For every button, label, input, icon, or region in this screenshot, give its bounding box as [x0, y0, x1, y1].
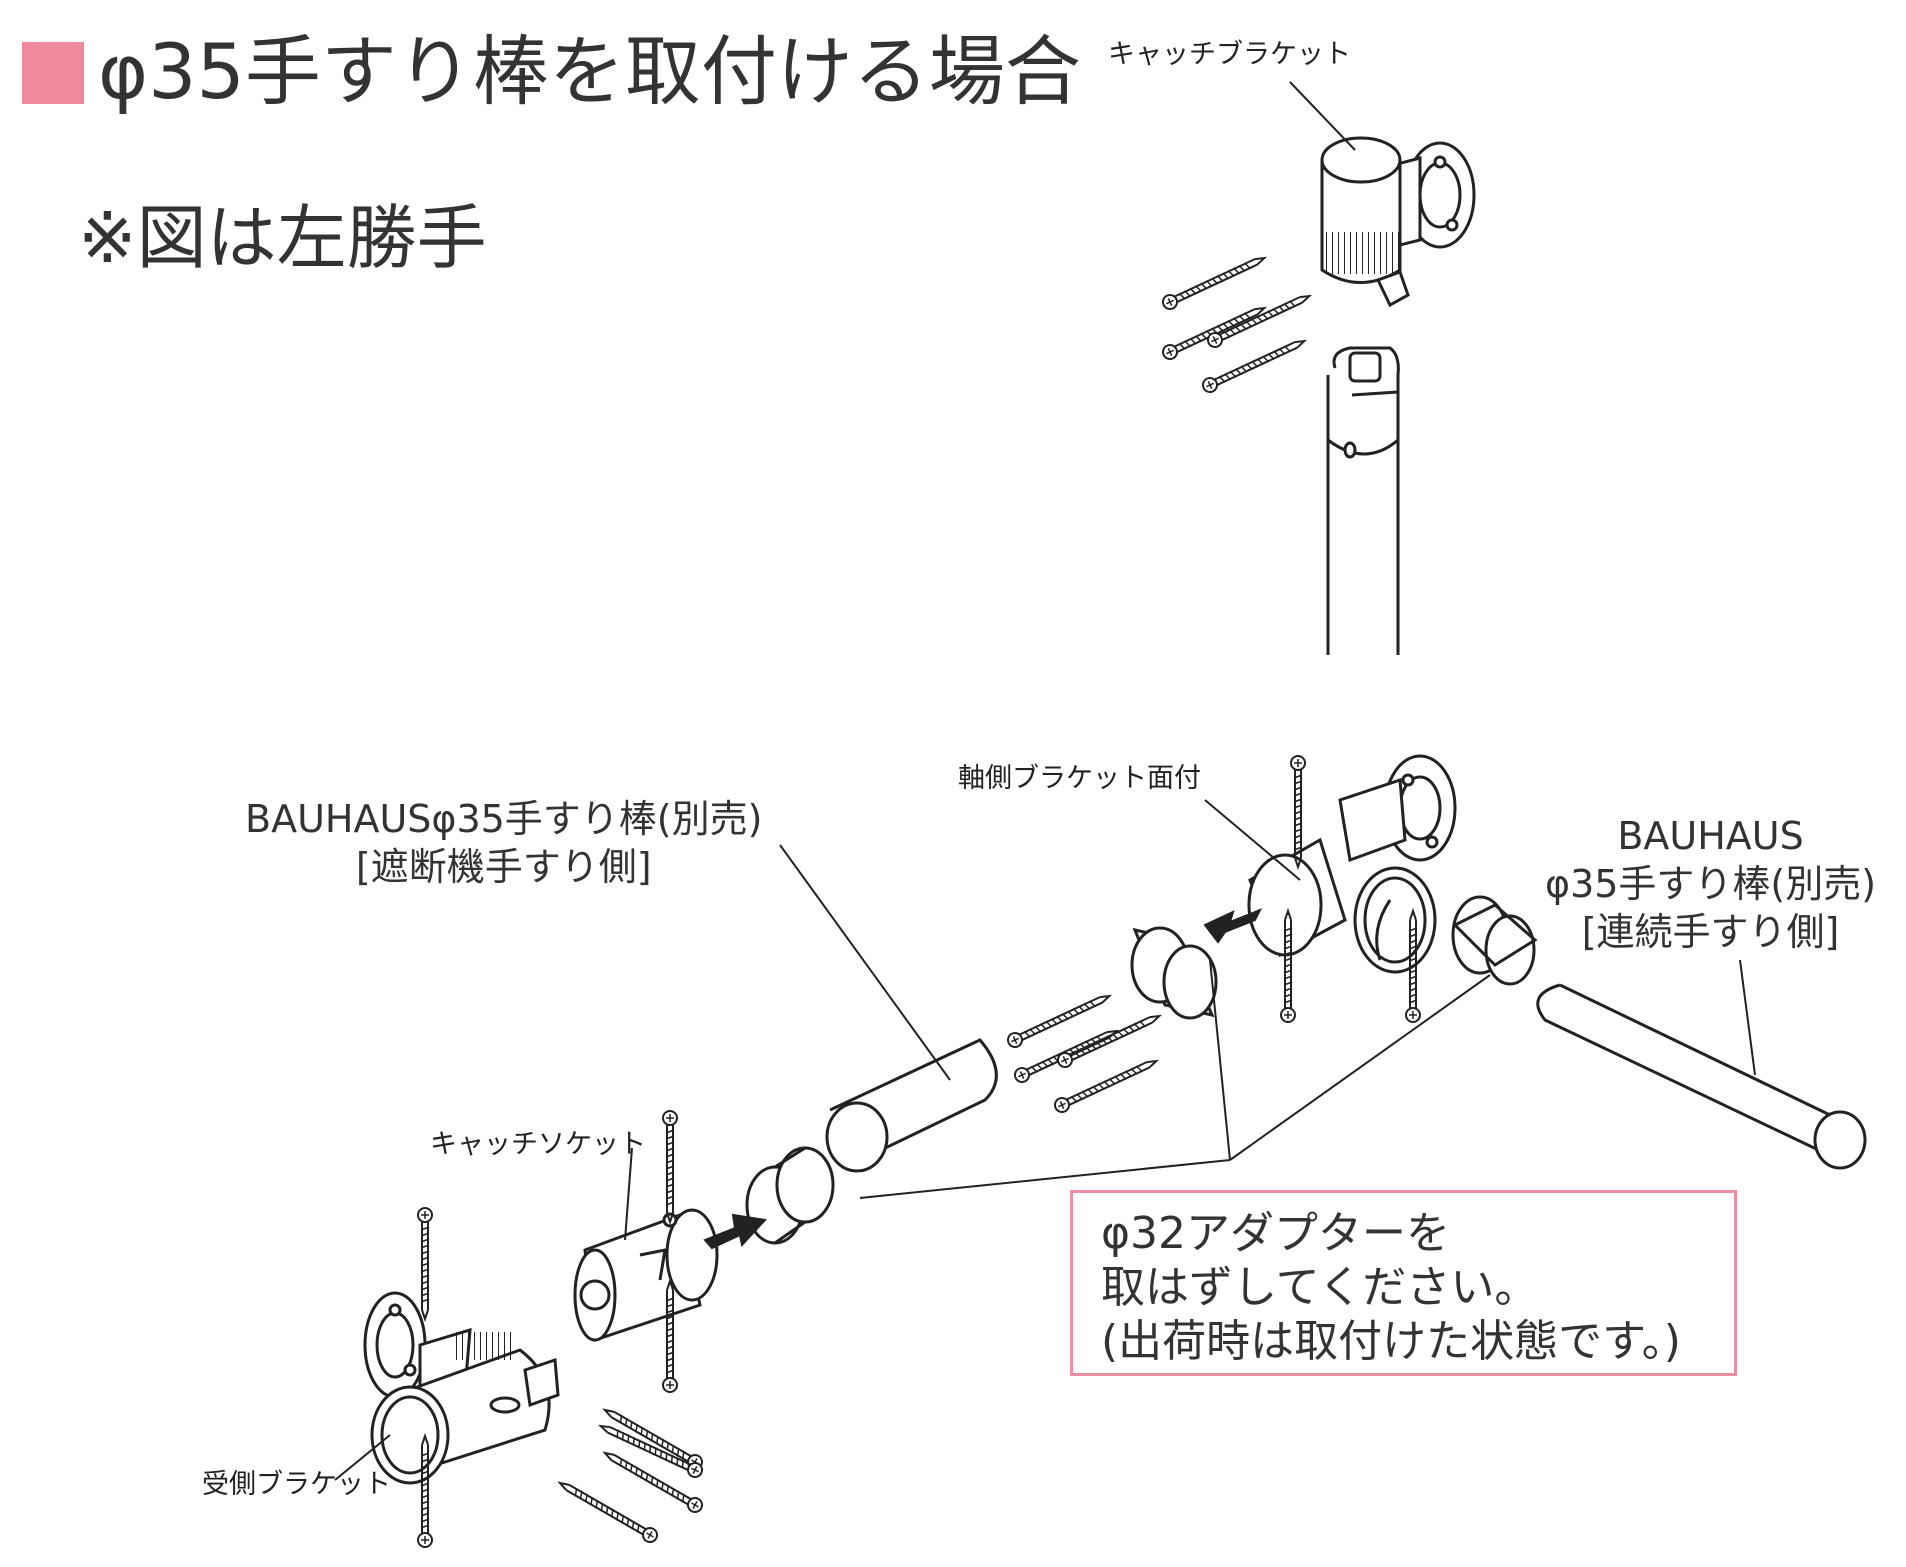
rail-breaker-side [825, 1038, 998, 1173]
label-receiver-bracket: 受側ブラケット [202, 1469, 391, 1500]
adapter-removal-callout: φ32アダプターを 取はずしてください。 (出荷時は取付けた状態です。) [1070, 1190, 1737, 1376]
label-rail-continuous-line2: φ35手すり棒(別売) [1545, 862, 1877, 906]
label-rail-continuous-side: BAUHAUS φ35手すり棒(別売) [連続手すり側] [1545, 812, 1876, 956]
label-rail-continuous-line1: BAUHAUS [1617, 814, 1804, 858]
adapter-left [1130, 926, 1218, 1020]
label-shaft-side-bracket: 軸側ブラケット面付 [958, 763, 1201, 794]
catch-socket-arrow [703, 1213, 768, 1250]
callout-line-3: (出荷時は取付けた状態です。) [1101, 1316, 1681, 1367]
accent-square [22, 42, 84, 104]
top-screws [1159, 250, 1314, 396]
label-rail-continuous-line3: [連続手すり側] [1581, 910, 1840, 954]
handedness-note: ※図は左勝手 [78, 197, 487, 279]
label-catch-socket: キャッチソケット [430, 1129, 646, 1160]
title-marker [22, 42, 84, 104]
rail-continuous-side [1536, 983, 1867, 1170]
callout-line-1: φ32アダプターを [1101, 1208, 1451, 1259]
label-rail-breaker-side: BAUHAUSφ35手すり棒(別売) [遮断機手すり側] [245, 795, 762, 891]
shaft-bracket-arrow [1203, 908, 1263, 944]
label-rail-breaker-side-line1: BAUHAUSφ35手すり棒(別売) [245, 797, 763, 841]
page-title: φ35手すり棒を取付ける場合 [98, 27, 1081, 116]
label-rail-breaker-side-line2: [遮断機手すり側] [355, 845, 652, 889]
vertical-rail [1326, 346, 1400, 655]
label-catch-bracket: キャッチブラケット [1108, 39, 1351, 70]
leader-lines [334, 81, 1756, 1481]
shaft-side-bracket-drawing [1247, 754, 1457, 974]
catch-socket-drawing [573, 1208, 719, 1343]
catch-bracket-drawing [1320, 136, 1476, 308]
center-screws [1004, 988, 1164, 1116]
receiver-bracket-drawing [363, 1291, 560, 1485]
adapter-right [1451, 895, 1538, 986]
callout-line-2: 取はずしてください。 [1101, 1262, 1539, 1313]
adapter-center [745, 1146, 835, 1245]
